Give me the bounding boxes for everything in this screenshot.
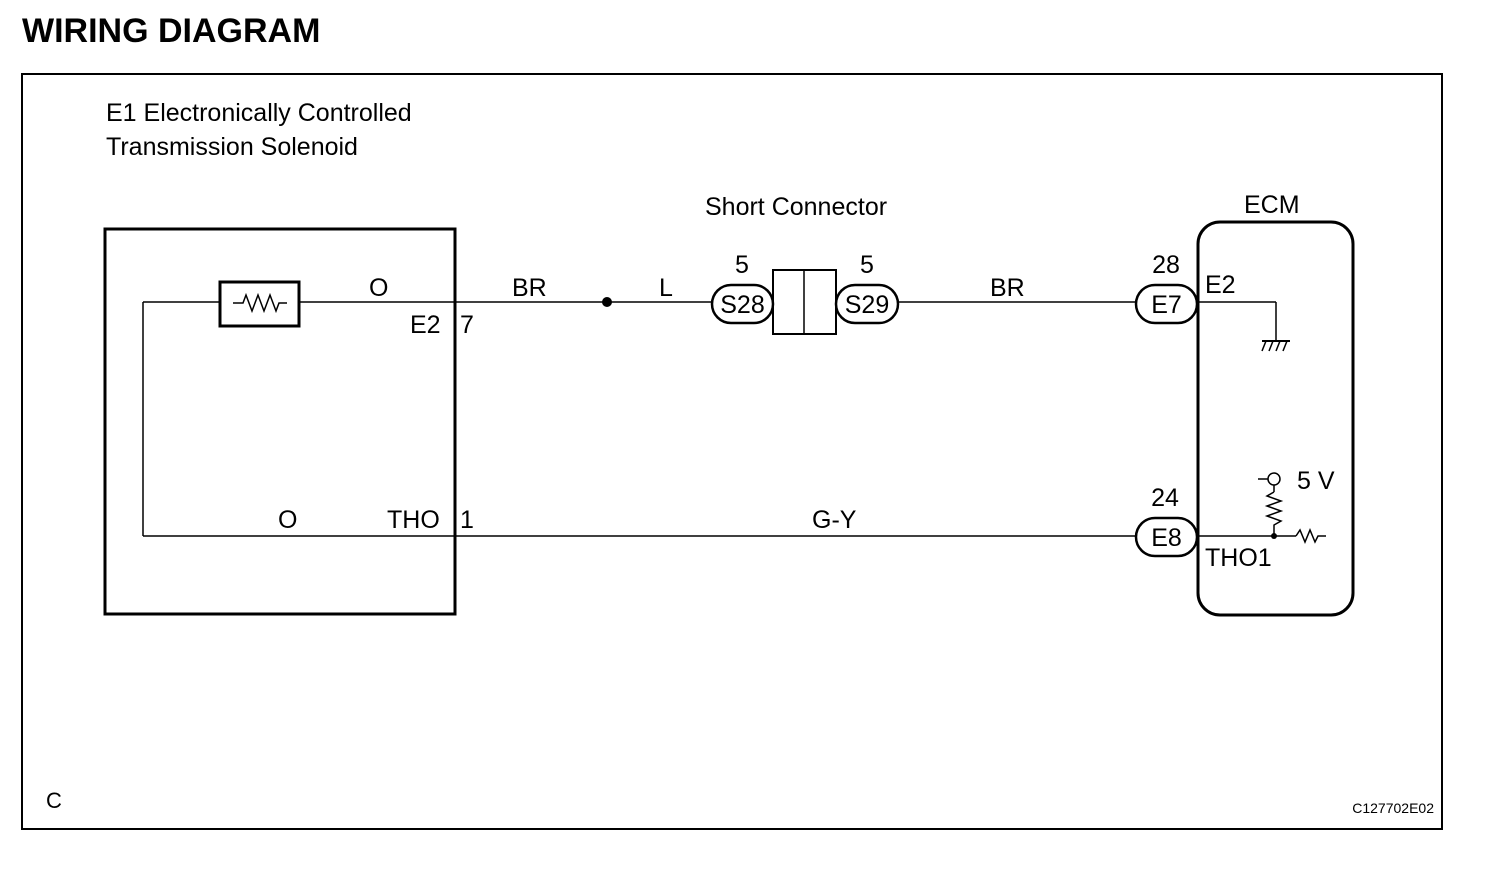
page-title: WIRING DIAGRAM <box>22 12 321 50</box>
bottom-wire-color: G-Y <box>812 506 857 534</box>
connector-s28-id: S28 <box>720 291 764 319</box>
connector-e7-id: E7 <box>1151 291 1182 319</box>
ecm-box <box>1196 220 1355 617</box>
corner-letter: C <box>46 788 62 813</box>
connector-s29-pin: 5 <box>860 251 874 279</box>
connector-e7-pin: 28 <box>1152 251 1180 279</box>
connector-e8-pin: 24 <box>1151 484 1179 512</box>
ecm-junction-point <box>1271 533 1277 539</box>
solenoid-internal-wiring <box>142 301 455 537</box>
solenoid-wire-top-color: O <box>369 274 388 302</box>
connector-e7: E7 <box>1134 283 1199 325</box>
component-label-line1: E1 Electronically Controlled <box>106 99 412 127</box>
solenoid-pin-e2-name: E2 <box>410 311 441 339</box>
short-connector-body <box>772 269 837 335</box>
figure-code: C127702E02 <box>1352 800 1434 816</box>
ground-symbol <box>1197 301 1290 352</box>
ecm-label: ECM <box>1244 191 1300 219</box>
thermistor-element <box>218 280 301 328</box>
ecm-pullup-circuit <box>1197 472 1326 544</box>
solenoid-pin-e2-number: 7 <box>460 311 474 339</box>
top-wire-color-left: BR <box>512 274 547 302</box>
connector-e8: E8 <box>1134 516 1199 558</box>
splice-point <box>602 297 612 307</box>
solenoid-box <box>103 227 457 616</box>
connector-s28-pin: 5 <box>735 251 749 279</box>
diagram-frame <box>21 73 1443 830</box>
connector-e8-id: E8 <box>1151 524 1182 552</box>
connector-s28: S28 <box>710 283 775 325</box>
connector-s29-id: S29 <box>845 291 889 319</box>
top-wire-color-mid: L <box>659 274 673 302</box>
ecm-terminal-tho1: THO1 <box>1205 544 1272 572</box>
top-wire-color-right: BR <box>990 274 1025 302</box>
ecm-supply-voltage: 5 V <box>1297 467 1335 495</box>
short-connector-label: Short Connector <box>705 193 887 221</box>
solenoid-pin-tho-number: 1 <box>460 506 474 534</box>
component-label-line2: Transmission Solenoid <box>106 133 358 161</box>
connector-s29: S29 <box>834 283 900 325</box>
ecm-terminal-e2: E2 <box>1205 271 1236 299</box>
solenoid-wire-bottom-color: O <box>278 506 297 534</box>
solenoid-pin-tho-name: THO <box>387 506 440 534</box>
